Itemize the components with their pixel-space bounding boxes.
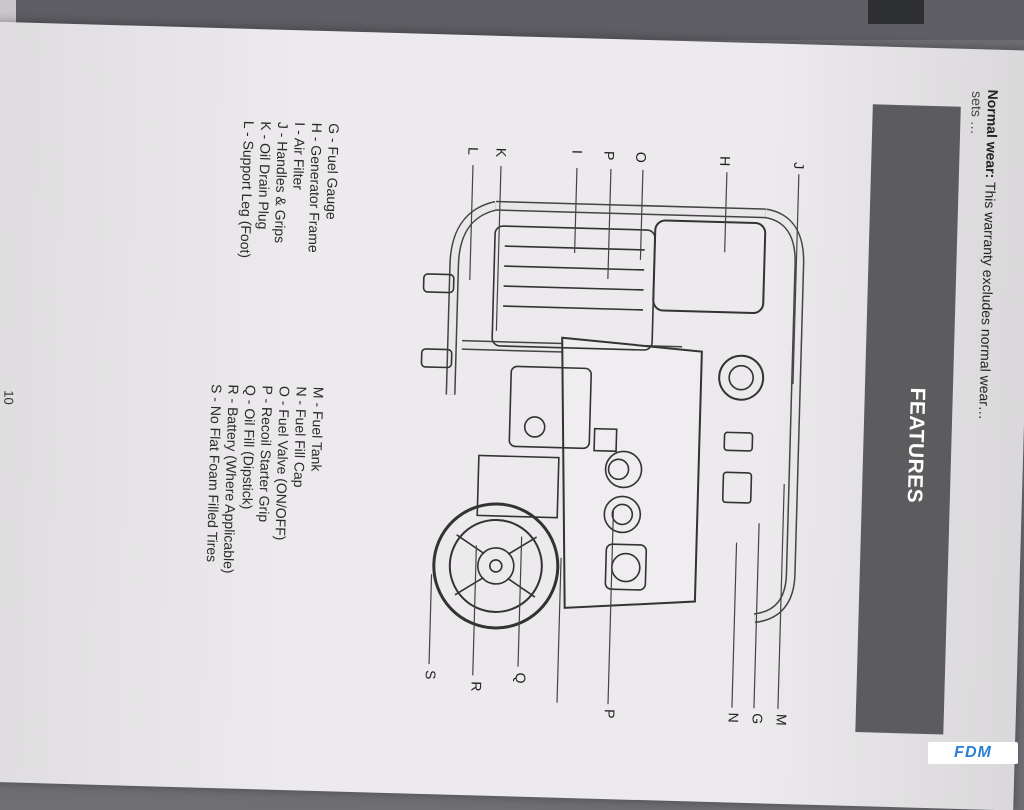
callout-q: Q [512, 672, 529, 684]
callout-s: S [422, 669, 439, 680]
callout-o: O [633, 151, 650, 163]
legend-right: M - Fuel Tank N - Fuel Fill Cap O - Fuel… [203, 384, 327, 576]
callout-g: G [749, 713, 766, 725]
callout-k: K [493, 147, 510, 158]
callout-i: I [569, 149, 586, 155]
fdm-watermark-logo: FDM [928, 742, 1018, 764]
callout-h: H [717, 155, 734, 167]
page-number: 10 [1, 390, 17, 405]
callout-m: M [773, 713, 790, 726]
callout-r: R [468, 681, 485, 692]
callout-j: J [791, 162, 808, 170]
legend-left: G - Fuel Gauge H - Generator Frame I - A… [236, 121, 342, 261]
callout-p-bottom: P [601, 708, 618, 719]
manual-page: Normal wear: This warranty excludes norm… [0, 21, 1024, 810]
generator-diagram [392, 133, 827, 705]
callout-leaders [428, 165, 800, 709]
callout-n: N [725, 712, 742, 723]
callout-p-top: P [601, 150, 618, 161]
callout-l: L [465, 146, 482, 156]
